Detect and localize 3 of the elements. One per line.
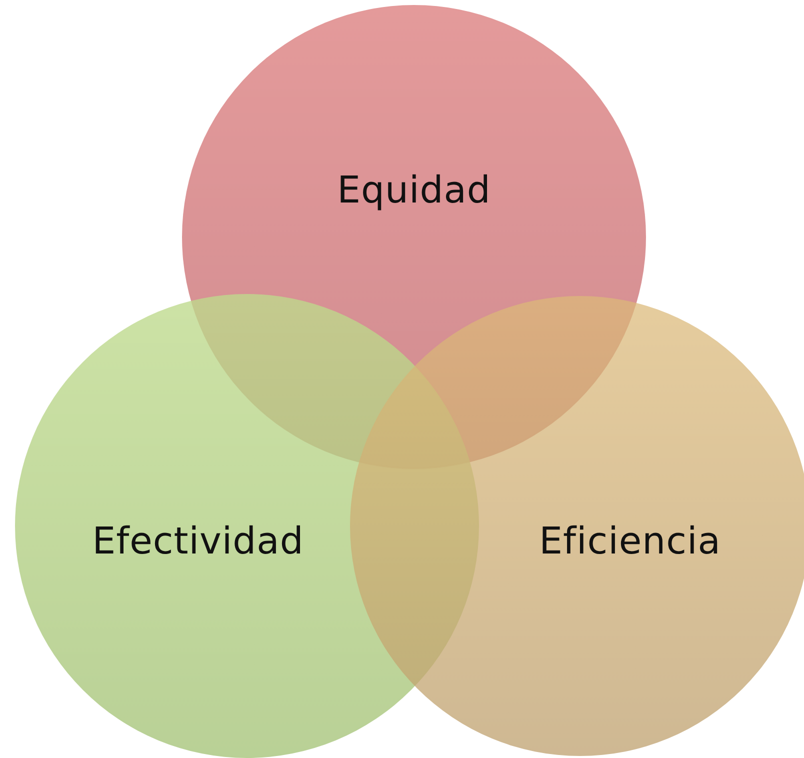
circle-label: Equidad — [337, 168, 491, 212]
circle-label: Efectividad — [92, 520, 304, 562]
circle-label: Eficiencia — [539, 520, 721, 562]
